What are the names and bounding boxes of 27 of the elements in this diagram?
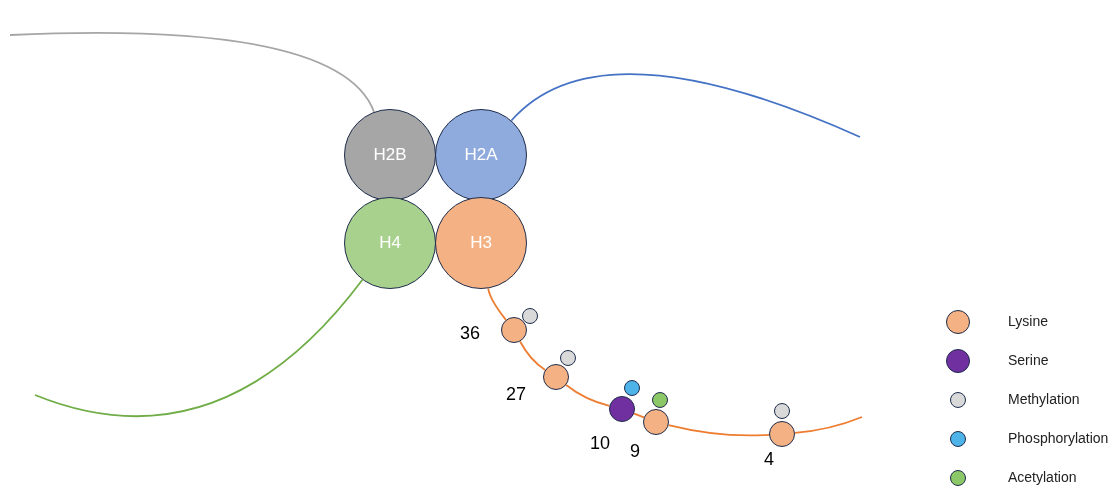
- histone-label: H2A: [464, 145, 498, 165]
- legend-label: Acetylation: [1008, 469, 1077, 485]
- histone-tail-line: [9, 32, 375, 113]
- histone-label: H4: [379, 233, 401, 253]
- histone-tail-line: [794, 416, 863, 434]
- residue-number: 10: [590, 433, 611, 454]
- legend-label: Serine: [1008, 352, 1049, 368]
- tail-line: [667, 424, 770, 437]
- methylation-circle: [774, 403, 790, 419]
- legend-label: Lysine: [1008, 313, 1048, 329]
- residue-number: 4: [764, 449, 774, 470]
- residue-number: 27: [506, 384, 527, 405]
- tail-line: [519, 340, 546, 371]
- methylation-circle: [522, 308, 538, 324]
- tail-line: [565, 384, 611, 407]
- histone-tail-line: [510, 73, 861, 138]
- histone-label: H3: [470, 233, 492, 253]
- residue-number: 9: [630, 441, 640, 462]
- acetylation-circle: [652, 392, 668, 408]
- legend-label: Phosphorylation: [1008, 430, 1108, 446]
- histone-tail-line: [34, 278, 364, 417]
- methylation-circle: [560, 350, 576, 366]
- phosphorylation-circle: [624, 380, 640, 396]
- legend-label: Methylation: [1008, 391, 1080, 407]
- residue-number: 36: [460, 323, 481, 344]
- tail-line: [487, 287, 507, 321]
- histone-label: H2B: [373, 145, 407, 165]
